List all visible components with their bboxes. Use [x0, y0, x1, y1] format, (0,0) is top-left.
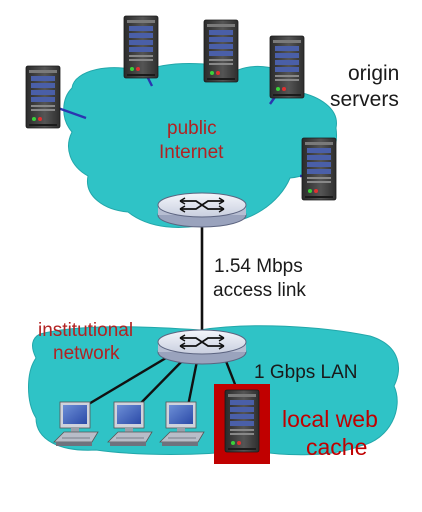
origin-servers-label: origin — [348, 62, 400, 85]
origin-server-icon-1 — [25, 65, 61, 129]
origin-server-icon-5 — [301, 137, 337, 201]
local-cache-label: local web — [282, 406, 378, 432]
access-link-label: 1.54 Mbps — [214, 256, 303, 277]
public-internet-label-line2: Internet — [159, 142, 224, 163]
institutional-network-label-line2: network — [53, 343, 120, 364]
public-internet-label: public — [167, 118, 217, 139]
local-cache-server-icon — [224, 389, 260, 453]
origin-server-icon-3 — [203, 19, 239, 83]
institutional-network-label: institutional — [38, 320, 134, 341]
local-cache-label-line2: cache — [306, 434, 368, 460]
access-link-label-line2: access link — [213, 280, 306, 301]
origin-server-icon-4 — [269, 35, 305, 99]
public-internet-cloud — [63, 63, 337, 228]
internet-router-icon — [157, 192, 247, 228]
origin-servers-label-line2: servers — [330, 88, 399, 111]
lan-label: 1 Gbps LAN — [254, 362, 358, 383]
origin-server-icon-2 — [123, 15, 159, 79]
institutional-router-icon — [157, 329, 247, 365]
